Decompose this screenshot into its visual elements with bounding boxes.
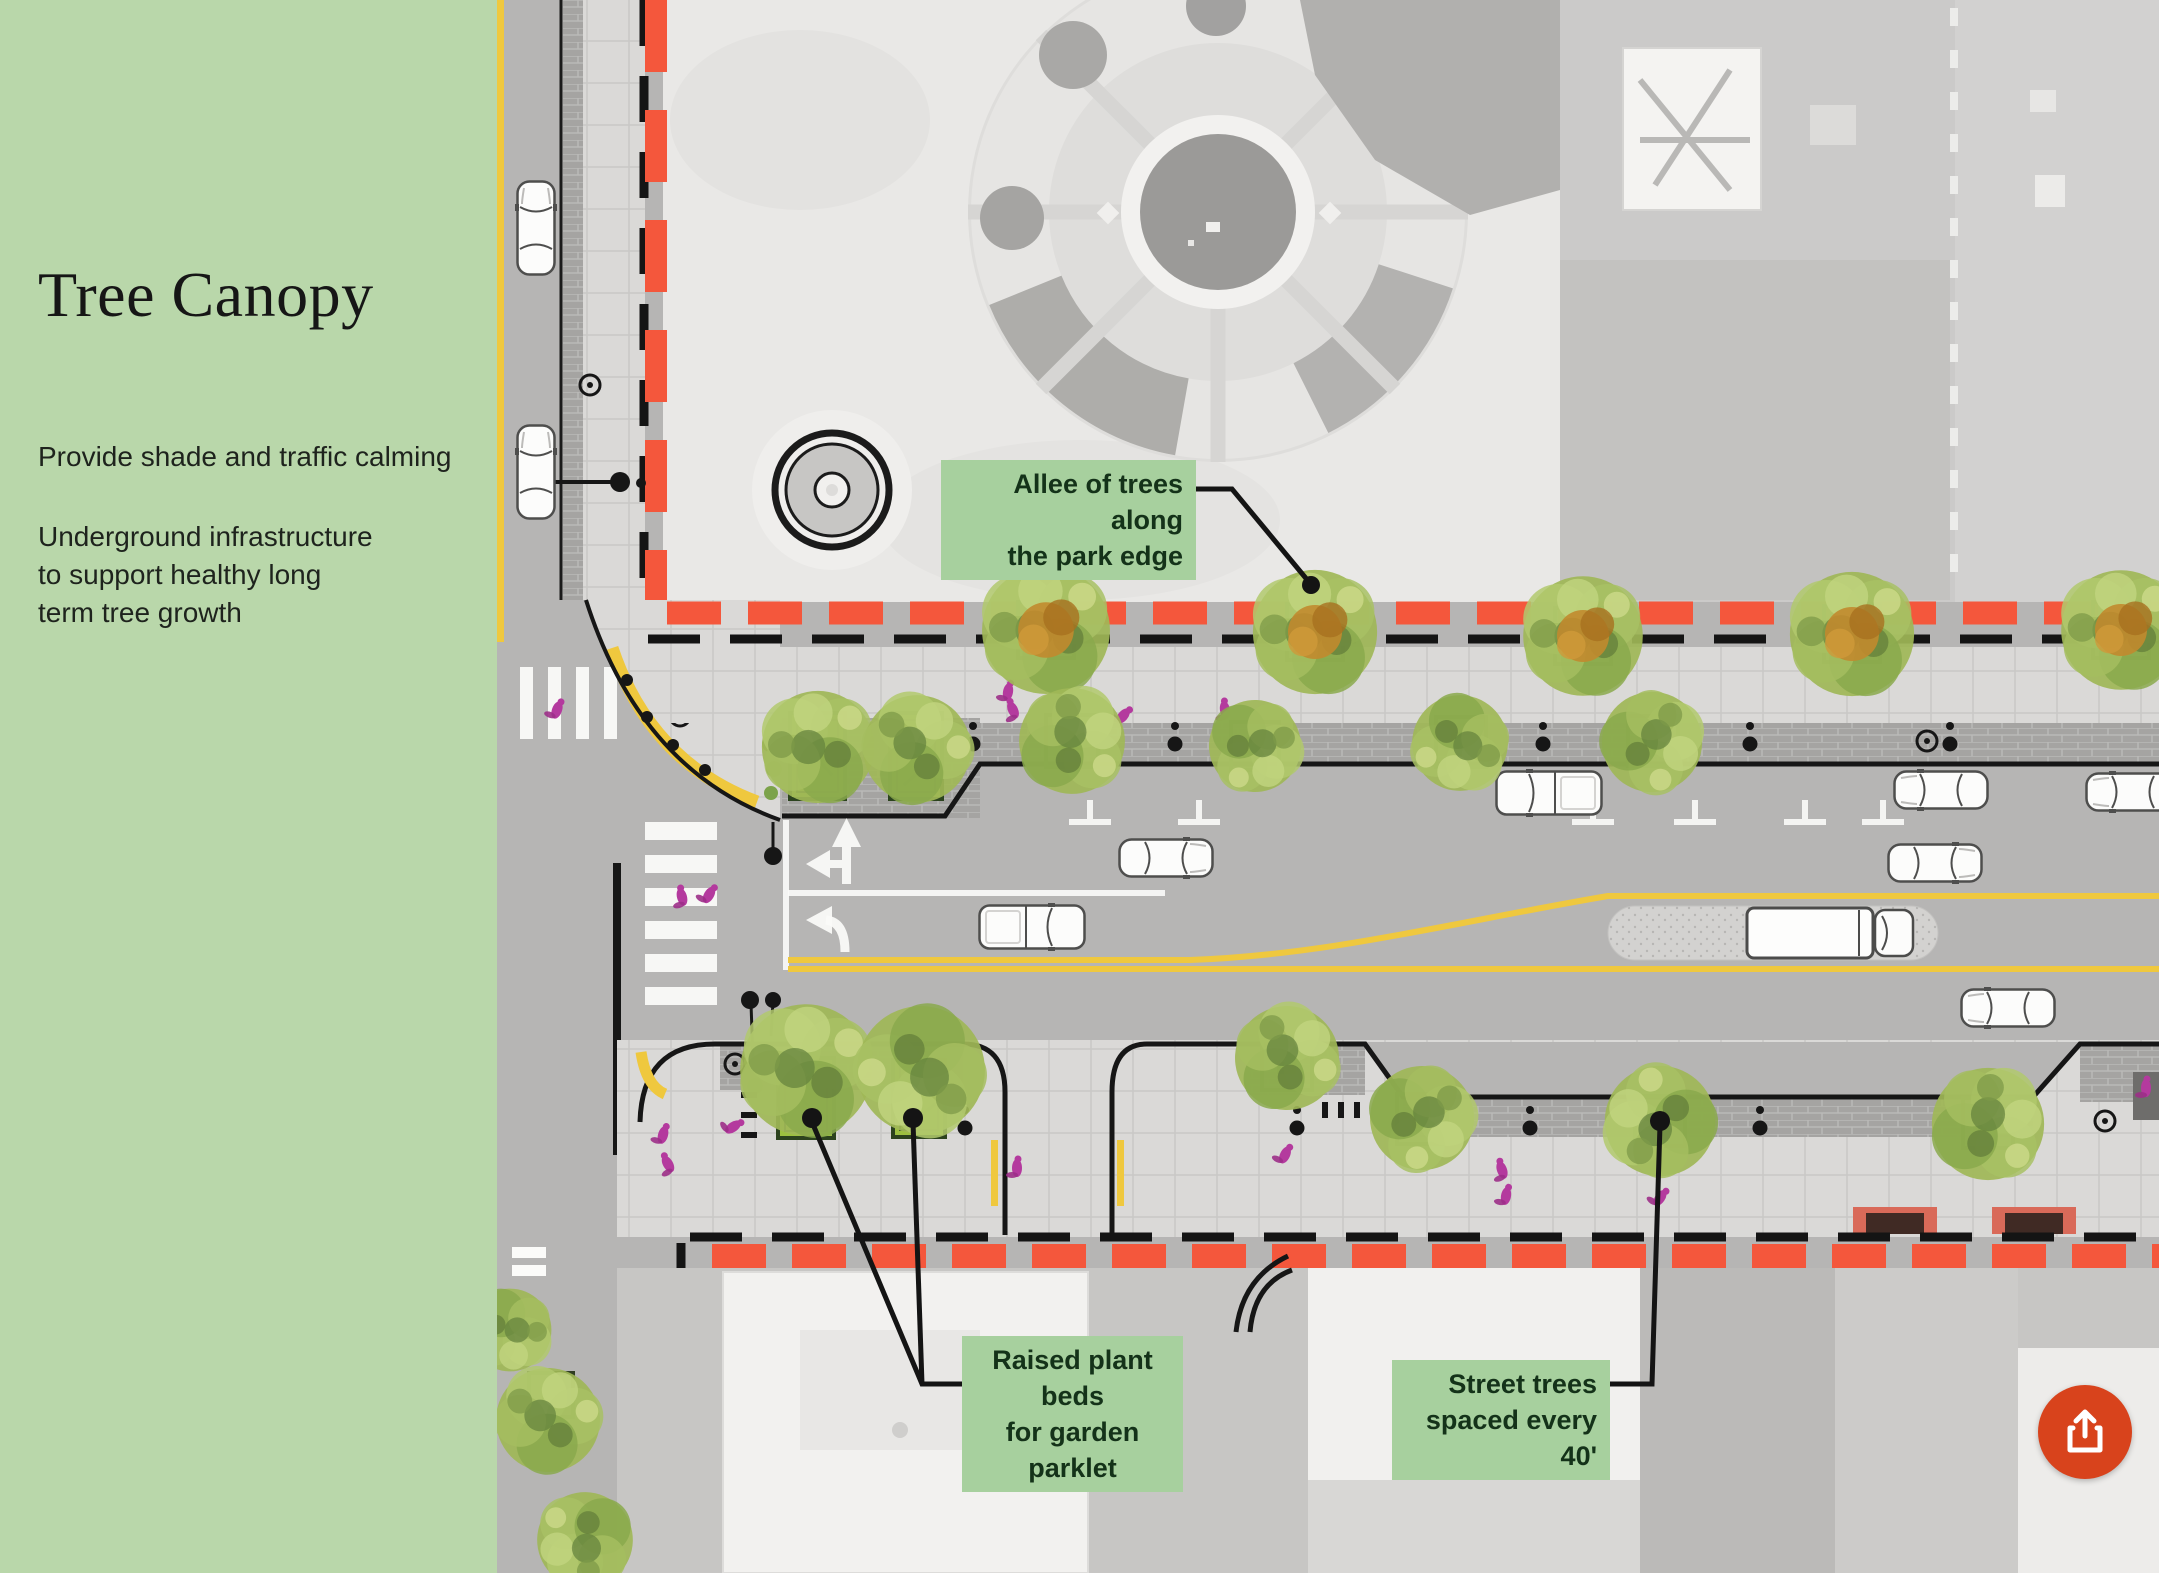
left-turn-arrow <box>806 906 850 953</box>
buildings-south <box>617 1253 2159 1573</box>
annotation-line: for garden parklet <box>1005 1417 1140 1483</box>
street-tree <box>761 690 875 804</box>
page-title: Tree Canopy <box>38 259 374 330</box>
annotation-street-trees: Street trees spaced every 40' <box>1392 1360 1610 1480</box>
allee-tree <box>1790 572 1914 696</box>
driveway-arcs <box>1233 1253 1293 1333</box>
sidebar-panel: Tree Canopy Provide shade and traffic ca… <box>0 0 497 1573</box>
allee-tree <box>982 566 1110 694</box>
turn-arrow <box>806 818 861 884</box>
sidebar-text-shade: Provide shade and traffic calming <box>38 441 452 472</box>
driving-car <box>1887 840 1983 886</box>
parked-car <box>513 424 559 520</box>
share-upload-icon <box>2067 1409 2103 1453</box>
annotation-leaders <box>802 486 1670 1387</box>
yellow-edge-line <box>497 0 504 642</box>
annotation-line: the park edge <box>1007 541 1183 571</box>
red-benches <box>1853 1207 2076 1234</box>
driving-car <box>1960 985 2056 1031</box>
street-lights-north <box>764 722 1958 865</box>
annotation-line: Street trees <box>1448 1369 1597 1399</box>
parked-car <box>2085 769 2159 815</box>
share-button[interactable] <box>2038 1385 2132 1479</box>
fountain <box>752 410 912 570</box>
curb-north <box>782 761 2159 819</box>
sidebar-text-infrastructure: Underground infrastructure to support he… <box>38 521 373 628</box>
box-truck <box>1745 906 1915 960</box>
rooftops-north <box>1560 0 2159 602</box>
driving-car <box>1118 835 1214 881</box>
vehicles <box>513 180 2159 1093</box>
annotation-line: Allee of trees along <box>1013 469 1183 535</box>
park <box>663 0 1560 602</box>
driving-pickup <box>978 901 1086 953</box>
parked-pickup <box>1495 767 1603 819</box>
annotation-line: spaced every 40' <box>1425 1405 1597 1471</box>
allee-tree <box>1523 576 1643 696</box>
annotation-line: Raised plant beds <box>992 1345 1153 1411</box>
crosswalk-north <box>520 667 617 739</box>
street-left <box>497 0 667 1276</box>
annotation-allee-trees: Allee of trees along the park edge <box>941 460 1196 580</box>
street-tree <box>1931 1067 2045 1181</box>
parked-car <box>513 180 559 276</box>
parked-car <box>1893 767 1989 813</box>
annotation-raised-beds: Raised plant beds for garden parklet <box>962 1336 1183 1492</box>
